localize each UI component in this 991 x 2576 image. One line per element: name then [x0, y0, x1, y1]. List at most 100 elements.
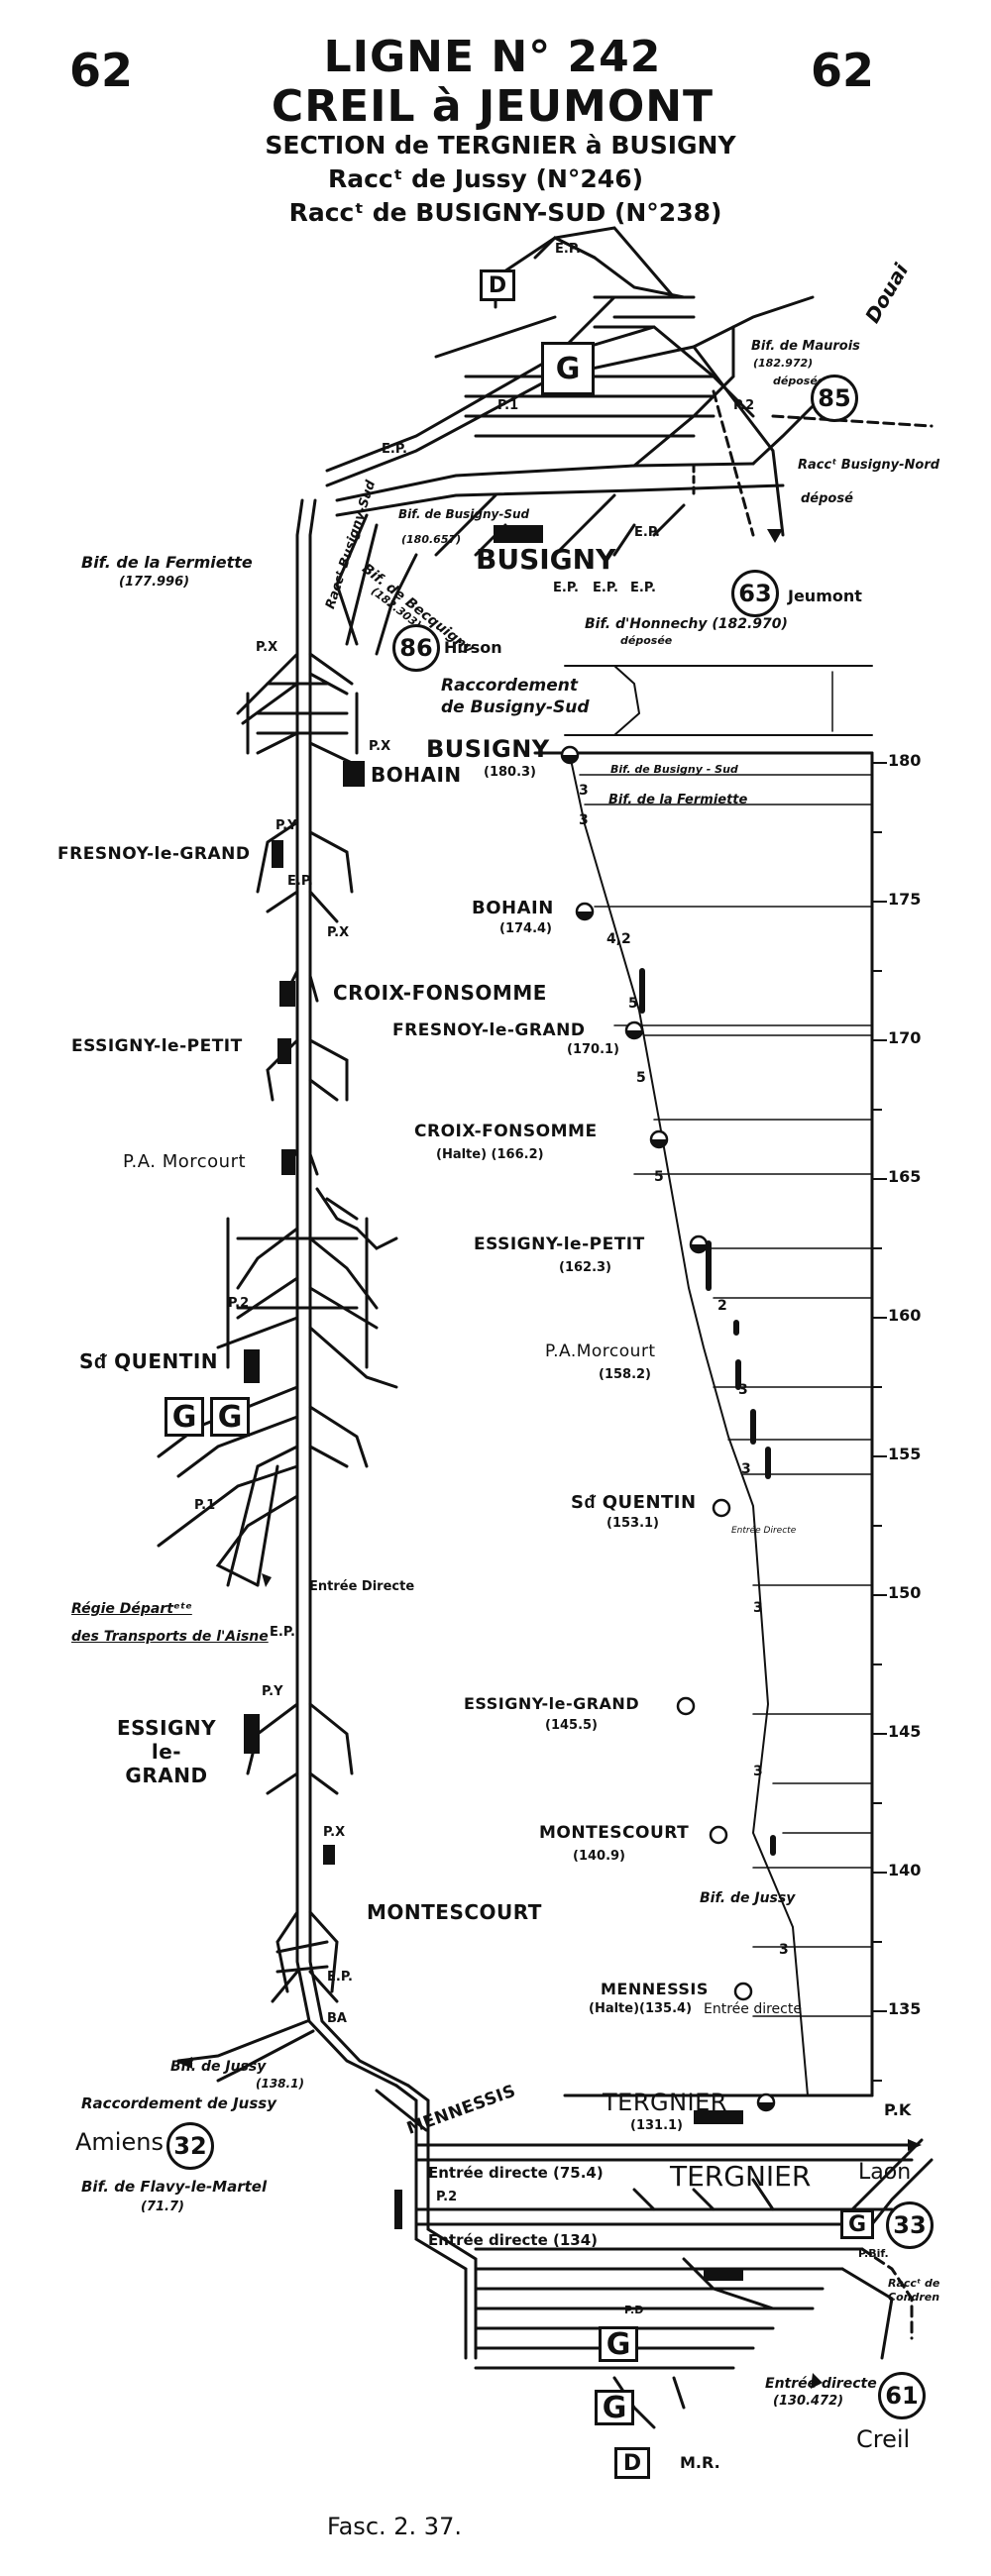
depot-box-tergnier: D — [614, 2447, 650, 2479]
bif-fermiette-pk: (177.996) — [119, 575, 190, 590]
gradient-12: 3 — [779, 1942, 789, 1958]
regie-label-1: Régie Départᵉᵗᵉ — [71, 1601, 192, 1617]
racc-busigny-nord-note: déposé — [801, 491, 853, 506]
bif-flavy-label: Bif. de Flavy-le-Martel — [81, 2178, 268, 2196]
bif-honnechy-note: déposée — [620, 634, 673, 647]
profile-station-montescourt: MONTESCOURT — [539, 1823, 690, 1843]
profile-bif-jussy: Bif. de Jussy — [700, 1890, 796, 1906]
track-station-essigny-grand: ESSIGNY le-GRAND — [117, 1716, 217, 1787]
bif-maurois-note: déposée — [773, 375, 826, 387]
gradient-6: 5 — [654, 1169, 664, 1185]
ep-busigny-south-2: E.P. — [553, 581, 579, 595]
profile-station-morcourt: P.A.Morcourt — [545, 1342, 656, 1361]
goods-station-busigny: G — [541, 342, 595, 395]
pk-tick-145: 145 — [888, 1722, 922, 1741]
pk-tick-175: 175 — [888, 890, 922, 909]
pk-tick-165: 165 — [888, 1167, 922, 1186]
track-station-fresnoy: FRESNOY-le-GRAND — [57, 844, 251, 864]
entree-directe-75-label: Entrée directe (75.4) — [428, 2164, 604, 2182]
line-33-badge: 33 — [886, 2201, 934, 2249]
ba-montescourt: BA — [327, 2011, 347, 2026]
pk-tick-180: 180 — [888, 751, 922, 770]
bif-fermiette-label: Bif. de la Fermiette — [81, 553, 253, 572]
line-61-badge: 61 — [878, 2372, 926, 2419]
ep-busigny-south-4: E.P. — [630, 581, 656, 595]
ep-fresnoy: E.P. — [287, 874, 313, 889]
line-86-badge: 86 — [392, 624, 440, 672]
profile-station-croix-fonsomme: CROIX-FONSOMME — [414, 1122, 598, 1141]
profile-bif-busigny-sud: Bif. de Busigny - Sud — [610, 763, 738, 776]
mr-label: M.R. — [680, 2453, 720, 2472]
profile-pk-bohain: (174.4) — [499, 921, 553, 936]
pk-tick-150: 150 — [888, 1583, 922, 1602]
gradient-3: 4,2 — [606, 931, 631, 947]
pk-axis-label: P.K — [884, 2100, 912, 2119]
line-title: LIGNE N° 242 — [323, 32, 662, 82]
gradient-4: 5 — [628, 996, 638, 1012]
page-number-left: 62 — [69, 44, 134, 97]
profile-station-tergnier: TERGNIER — [603, 2089, 727, 2116]
gradient-7: 2 — [717, 1298, 727, 1314]
bif-maurois-label: Bif. de Maurois — [751, 339, 860, 354]
gradient-8: 3 — [738, 1382, 748, 1398]
ep-montescourt: E.P. — [327, 1970, 353, 1985]
racc-condren-label: Raccᵗ de Condren — [888, 2277, 940, 2304]
pk-tick-140: 140 — [888, 1861, 922, 1879]
profile-station-fresnoy: FRESNOY-le-GRAND — [392, 1020, 586, 1040]
profile-pk-mennessis: (Halte)(135.4) — [589, 2001, 693, 2016]
jeumont-label: Jeumont — [788, 587, 862, 605]
gradient-2: 3 — [579, 812, 589, 828]
raccordement-label: Raccordement — [441, 676, 578, 696]
depot-box: D — [480, 269, 515, 301]
busigny-station-name: BUSIGNY — [476, 543, 616, 576]
profile-pk-essigny-petit: (162.3) — [559, 1260, 612, 1275]
py-fresnoy: P.Y — [275, 818, 297, 833]
p-d-label: P.D — [624, 2304, 644, 2316]
profile-pk-st-quentin: (153.1) — [606, 1516, 660, 1531]
gradient-5: 5 — [636, 1070, 646, 1086]
p2-busigny: P.2 — [733, 398, 755, 413]
gradient-10: 3 — [753, 1600, 763, 1616]
px-fresnoy: P.X — [327, 925, 350, 940]
profile-station-busigny: BUSIGNY — [426, 735, 550, 763]
goods-station-tergnier: G — [840, 2209, 874, 2239]
fascicule-label: Fasc. 2. 37. — [327, 2513, 462, 2540]
ep-busigny-south-3: E.P. — [593, 581, 618, 595]
profile-pk-croix-fonsomme: (Halte) (166.2) — [436, 1147, 544, 1162]
goods-station-st-quentin-1: G — [165, 1397, 204, 1437]
pk-tick-135: 135 — [888, 1999, 922, 2018]
tergnier-station-name: TERGNIER — [670, 2160, 812, 2193]
goods-station-tergnier-3: G — [595, 2390, 634, 2425]
goods-station-st-quentin-2: G — [210, 1397, 250, 1437]
profile-entree-directe-small: Entrée Directe — [731, 1526, 797, 1536]
profile-station-mennessis: MENNESSIS — [601, 1980, 709, 1998]
pk-tick-160: 160 — [888, 1306, 922, 1325]
bif-maurois-pk: (182.972) — [753, 357, 814, 370]
profile-pk-tergnier: (131.1) — [630, 2118, 684, 2133]
entree-directe-130-pk: (130.472) — [773, 2394, 844, 2409]
px-montescourt: P.X — [323, 1825, 346, 1840]
profile-entree-directe: Entrée directe — [704, 2001, 802, 2017]
bif-busigny-sud-pk: (180.657) — [401, 533, 462, 546]
p1-busigny: P.1 — [497, 398, 519, 413]
profile-station-essigny-grand: ESSIGNY-le-GRAND — [464, 1694, 640, 1713]
regie-label-2: des Transports de l'Aisne — [71, 1629, 269, 1645]
amiens-label: Amiens — [75, 2128, 164, 2156]
px-bohain-2: P.X — [369, 739, 391, 754]
track-station-essigny-petit: ESSIGNY-le-PETIT — [71, 1036, 243, 1056]
profile-station-essigny-petit: ESSIGNY-le-PETIT — [474, 1234, 645, 1254]
p-bif-label: P.Bif. — [858, 2247, 889, 2260]
ep-regie: E.P. — [270, 1625, 295, 1640]
profile-pk-essigny-grand: (145.5) — [545, 1718, 599, 1733]
racc-jussy-label: Raccordement de Jussy — [81, 2094, 276, 2112]
creil-label: Creil — [856, 2425, 911, 2453]
px-bohain: P.X — [256, 640, 278, 655]
track-station-montescourt: MONTESCOURT — [367, 1900, 542, 1924]
profile-pk-montescourt: (140.9) — [573, 1849, 626, 1864]
laon-label: Laon — [858, 2160, 912, 2185]
raccord-busigny-sud-title: Raccᵗ de BUSIGNY-SUD (N°238) — [288, 198, 722, 227]
track-station-bohain: BOHAIN — [371, 763, 462, 787]
track-station-morcourt: P.A. Morcourt — [123, 1151, 247, 1172]
